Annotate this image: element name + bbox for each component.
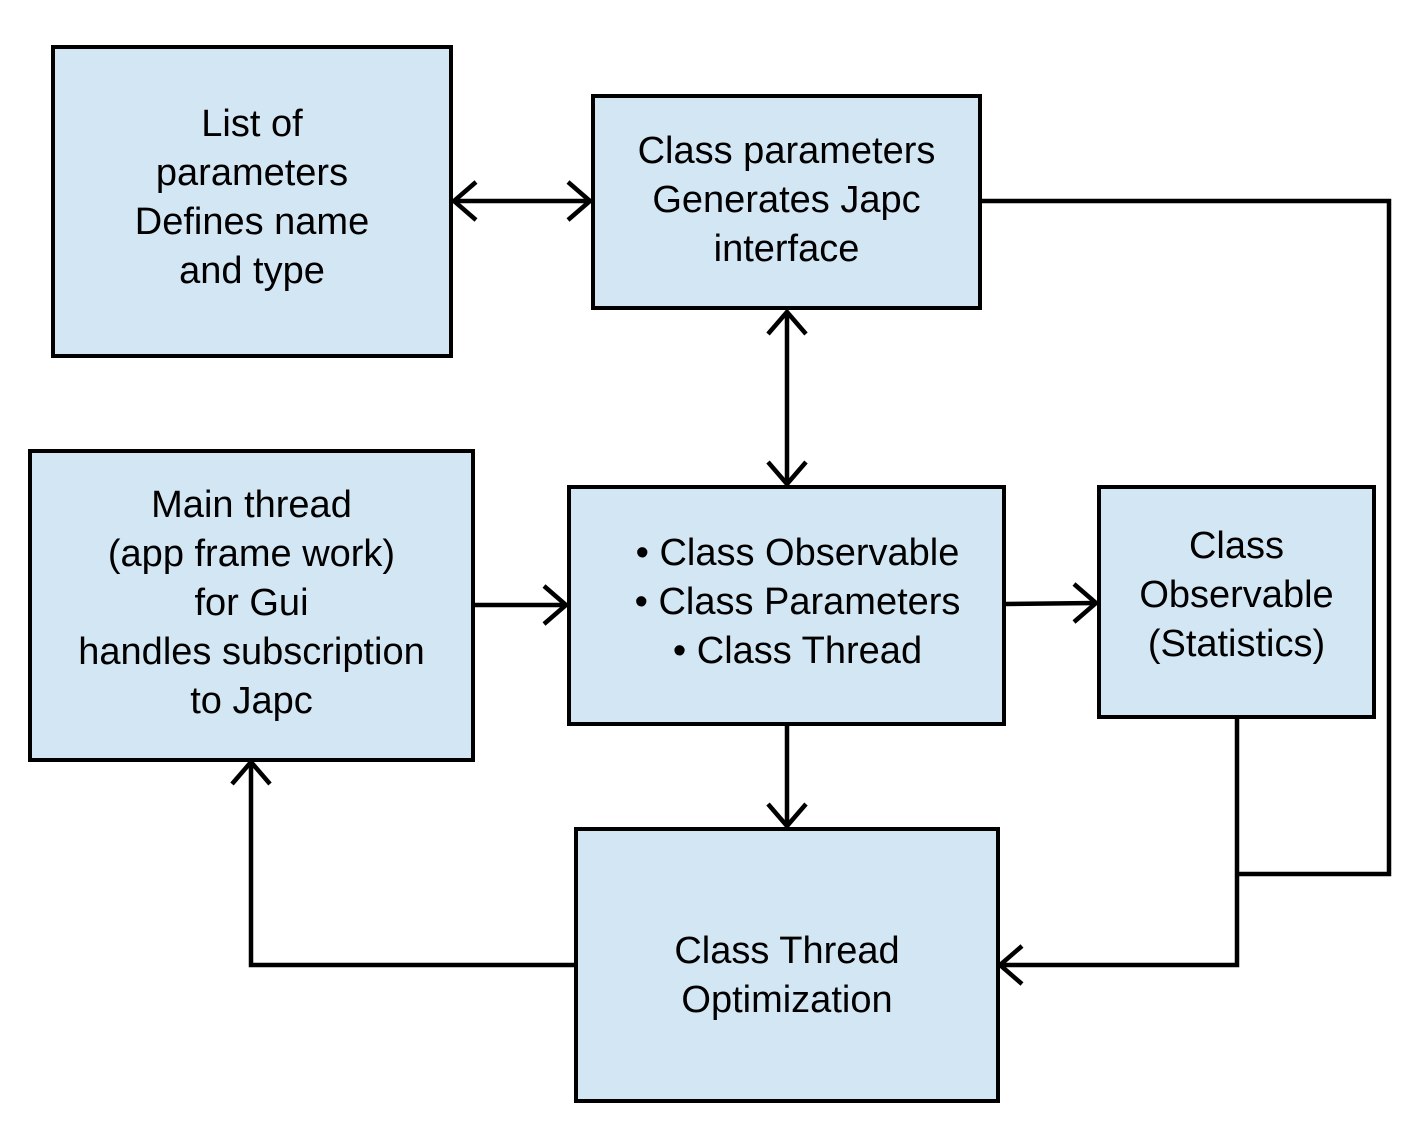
- node-line: Class Thread: [674, 930, 900, 972]
- node-line: to Japc: [190, 680, 313, 722]
- node-class-thread-optimization: Class Thread Optimization: [574, 827, 1000, 1103]
- node-line: Optimization: [681, 979, 893, 1021]
- node-class-observable-statistics: Class Observable (Statistics): [1097, 485, 1376, 719]
- edge-main-thread-to-core: [474, 584, 570, 626]
- node-line: and type: [179, 249, 325, 292]
- edge-list-to-class-parameters: [450, 180, 594, 222]
- node-line: Observable: [1139, 573, 1334, 616]
- node-line: Main thread: [151, 484, 352, 526]
- node-line: handles subscription: [78, 631, 425, 673]
- node-line: for Gui: [194, 582, 309, 624]
- node-line: List of: [201, 102, 303, 145]
- edge-class-parameters-to-core: [766, 308, 808, 488]
- node-class-parameters: Class parameters Generates Japc interfac…: [591, 94, 982, 310]
- node-line: Class parameters: [637, 129, 936, 172]
- edge-class-parameters-to-optimization: [980, 198, 1392, 877]
- node-list-of-parameters: List of parameters Defines name and type: [51, 45, 453, 358]
- node-line: parameters: [155, 151, 349, 194]
- node-line: • Class Thread: [672, 630, 923, 672]
- node-line: (Statistics): [1147, 622, 1326, 665]
- node-main-thread: Main thread (app frame work) for Gui han…: [28, 449, 475, 762]
- node-line: • Class Observable: [635, 532, 960, 574]
- edge-optimization-to-main-thread: [230, 758, 576, 968]
- node-core-classes: • Class Observable • Class Parameters • …: [567, 485, 1006, 726]
- edge-core-to-statistics: [1003, 582, 1100, 624]
- node-line: • Class Parameters: [634, 581, 961, 623]
- node-line: Defines name: [134, 200, 370, 243]
- node-line: (app frame work): [107, 533, 396, 575]
- node-line: Class: [1188, 524, 1285, 567]
- node-line: interface: [713, 227, 860, 270]
- node-line: Generates Japc: [652, 178, 921, 221]
- edge-core-to-optimization: [766, 724, 808, 830]
- edge-statistics-to-optimization: [996, 717, 1240, 986]
